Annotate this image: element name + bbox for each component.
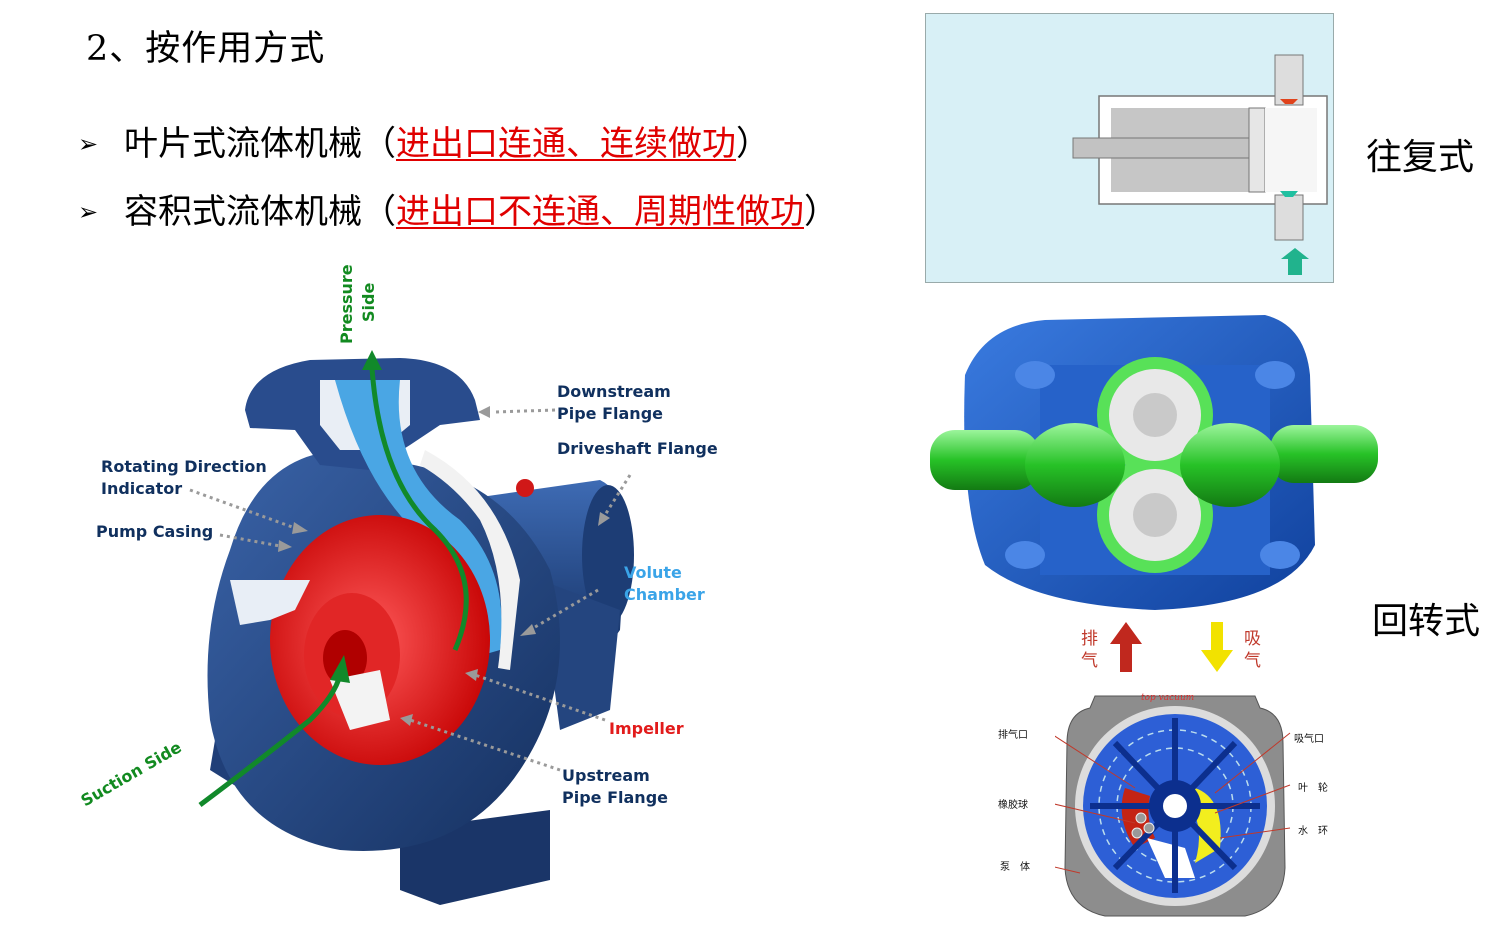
bullet-highlight: 进出口连通、连续做功 [396,124,736,164]
bullet-vane-machinery: ➢ 叶片式流体机械（进出口连通、连续做功） [78,116,770,165]
label-rotary: 回转式 [1372,601,1481,642]
vacuum-brand-label: top vacuum [1141,693,1195,703]
label-exhaust: 排 气 [1081,628,1098,672]
label-vacuum-rubber-ball: 橡胶球 [998,800,1028,811]
label-line: Downstream [557,382,671,401]
slide-title: 2、按作用方式 [86,29,326,69]
bullet-arrow-icon: ➢ [78,130,99,158]
label-line: 气 [1244,651,1261,671]
label-volute-chamber: Volute Chamber [624,562,705,606]
exhaust-up-arrow-icon [1110,622,1142,672]
reciprocating-pump-diagram [925,13,1334,283]
liquid-ring-vacuum-pump-diagram [1055,695,1291,917]
label-rotating-direction-indicator: Rotating Direction Indicator [101,456,267,500]
label-intake: 吸 气 [1244,628,1261,672]
label-line: 排 [1081,629,1098,649]
label-vacuum-intake-port: 吸气口 [1294,734,1324,745]
label-vacuum-exhaust-port: 排气口 [998,730,1028,741]
label-vacuum-pump-body: 泵 体 [1000,862,1030,873]
label-pump-casing: Pump Casing [96,522,214,541]
label-line: 气 [1081,651,1098,671]
label-reciprocating: 往复式 [1366,137,1475,178]
centrifugal-pump-illustration [189,350,634,905]
label-pressure-side-line2: Side [359,282,378,322]
label-pressure-side-line1: Pressure [337,264,356,344]
label-line: Upstream [562,766,650,785]
label-line: Pipe Flange [557,404,663,423]
label-line: 吸 [1244,629,1261,649]
label-line: Chamber [624,585,705,604]
label-driveshaft-flange: Driveshaft Flange [557,439,718,458]
label-downstream-pipe-flange: Downstream Pipe Flange [557,381,671,425]
bullet-label: 容积式流体机械（ [124,192,396,232]
label-line: Rotating Direction [101,457,267,476]
label-vacuum-water-ring: 水 环 [1298,826,1328,837]
label-pressure-side: Pressure Side [336,264,380,344]
label-vacuum-impeller: 叶 轮 [1298,783,1328,794]
label-line: Pipe Flange [562,788,668,807]
bullet-label: 叶片式流体机械（ [124,124,396,164]
label-line: Indicator [101,479,183,498]
bullet-displacement-machinery: ➢ 容积式流体机械（进出口不连通、周期性做功） [78,184,838,233]
intake-down-arrow-icon [1201,622,1233,672]
label-line: Volute [624,563,682,582]
label-impeller: Impeller [609,719,684,738]
gear-pump-illustration [930,315,1378,610]
bullet-close: ） [804,192,838,232]
bullet-highlight: 进出口不连通、周期性做功 [396,192,804,232]
label-upstream-pipe-flange: Upstream Pipe Flange [562,765,668,809]
bullet-close: ） [736,124,770,164]
bullet-arrow-icon: ➢ [78,198,99,226]
